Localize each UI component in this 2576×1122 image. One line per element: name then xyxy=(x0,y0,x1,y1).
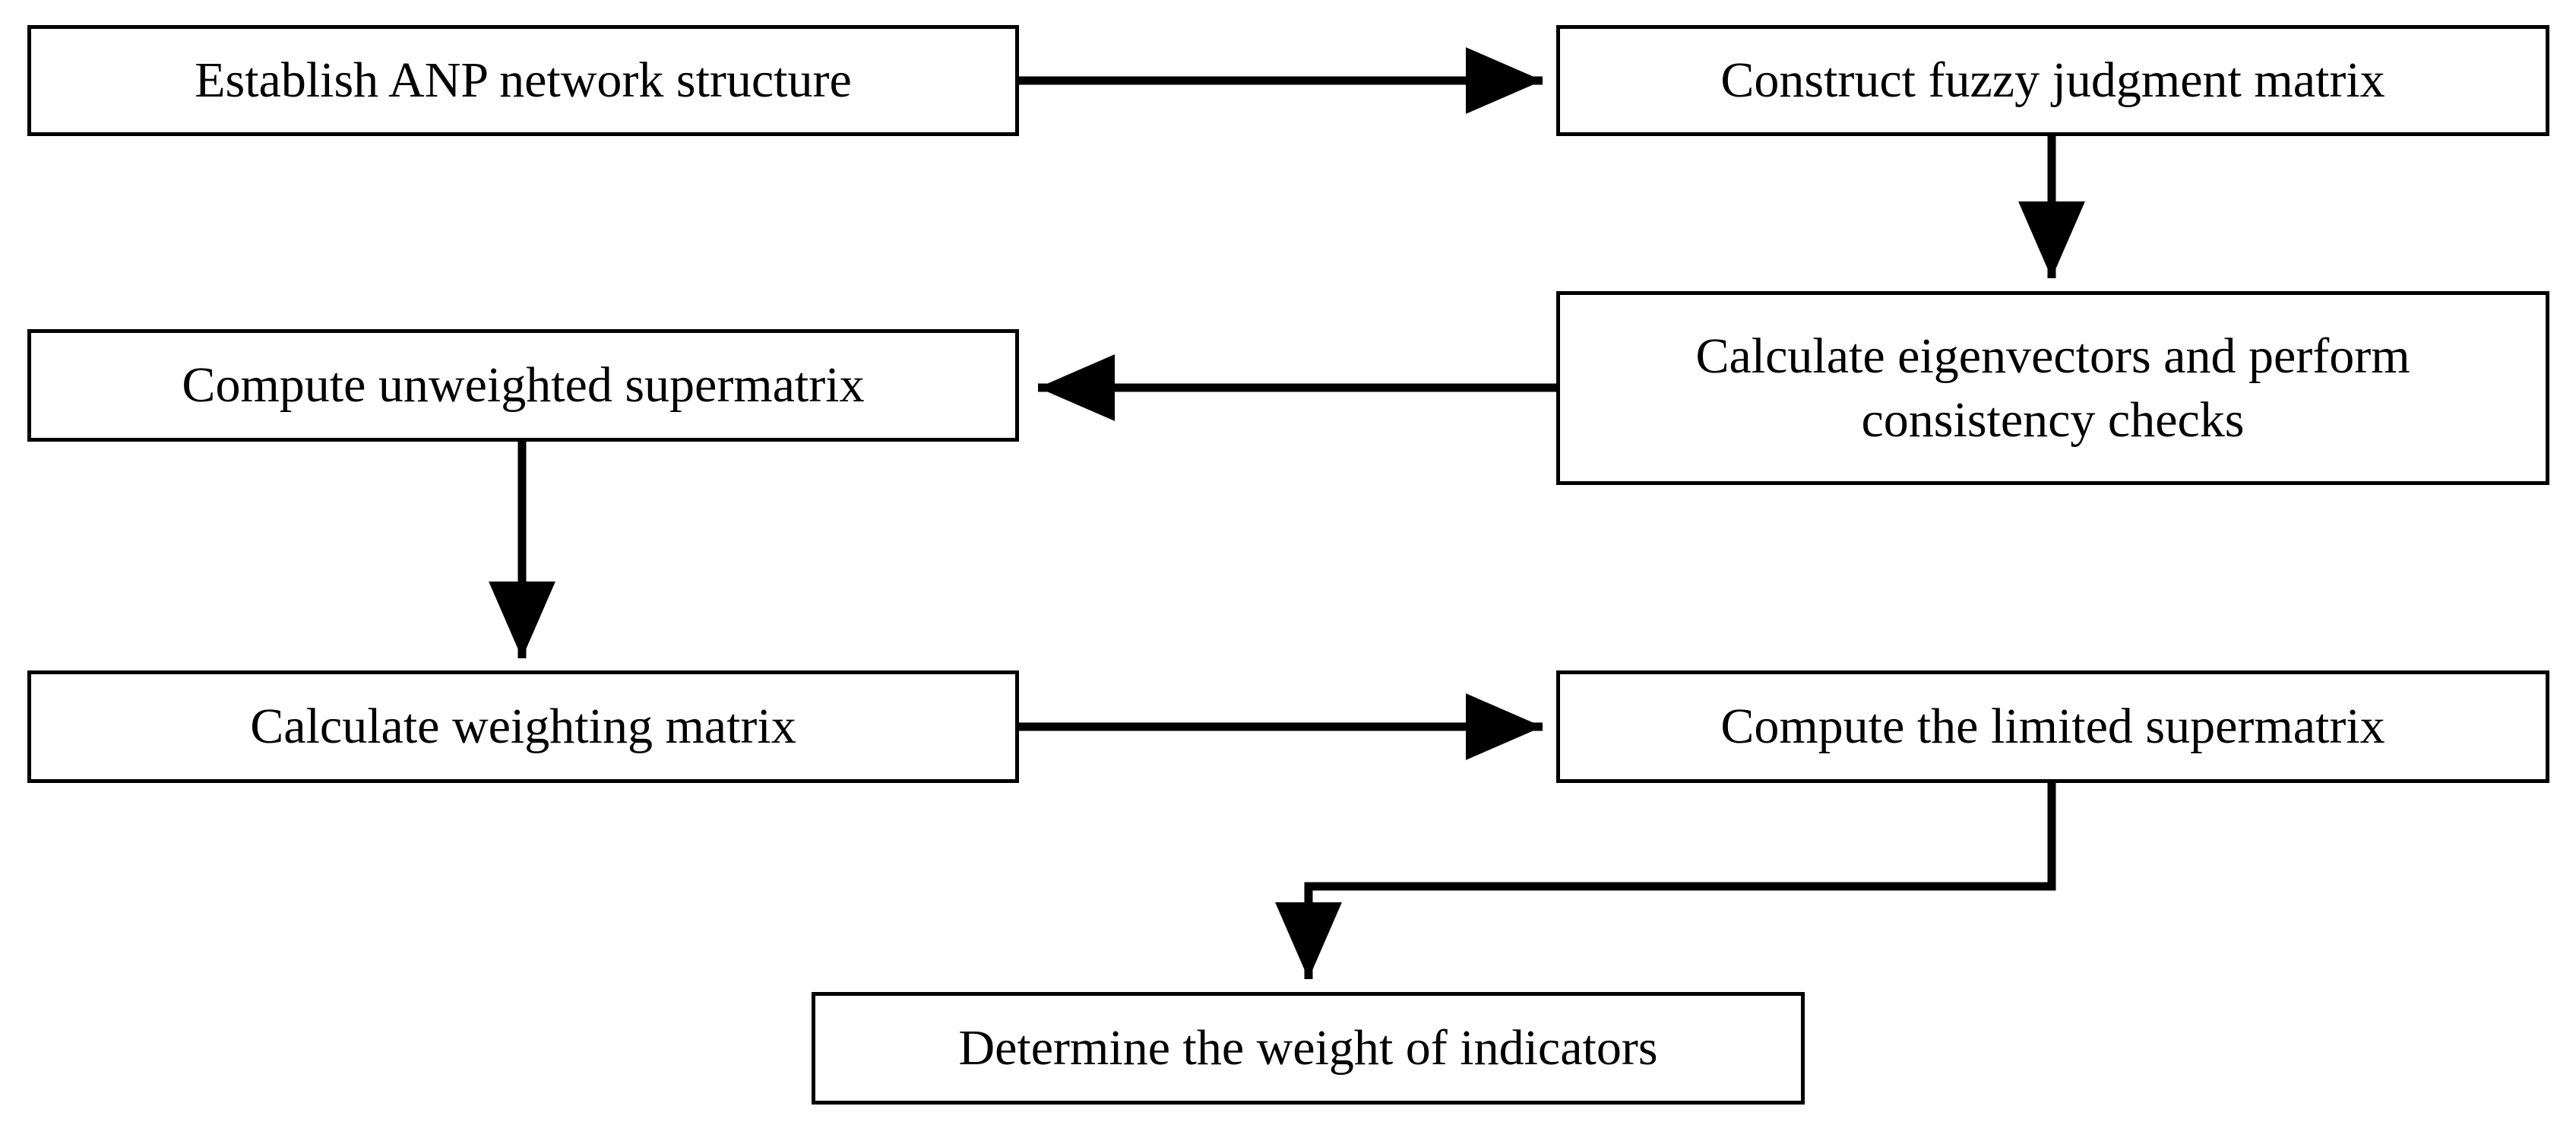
node-label: Compute unweighted supermatrix xyxy=(182,357,865,414)
connector-limited-to-determine xyxy=(1275,783,2056,980)
node-label: Establish ANP network structure xyxy=(195,52,852,109)
node-calculate-weighting-matrix[interactable]: Calculate weighting matrix xyxy=(27,670,1019,783)
node-compute-unweighted-supermatrix[interactable]: Compute unweighted supermatrix xyxy=(27,329,1019,442)
node-label: Construct fuzzy judgment matrix xyxy=(1720,52,2385,109)
node-determine-the-weight-of-indicators[interactable]: Determine the weight of indicators xyxy=(812,992,1805,1105)
node-label: Compute the limited supermatrix xyxy=(1720,699,2385,755)
node-calculate-eigenvectors-consistency-checks[interactable]: Calculate eigenvectors and perform consi… xyxy=(1556,291,2549,485)
node-compute-the-limited-supermatrix[interactable]: Compute the limited supermatrix xyxy=(1556,670,2549,783)
node-establish-anp-network-structure[interactable]: Establish ANP network structure xyxy=(27,25,1019,136)
node-construct-fuzzy-judgment-matrix[interactable]: Construct fuzzy judgment matrix xyxy=(1556,25,2549,136)
node-label: Calculate eigenvectors and perform consi… xyxy=(1695,328,2410,448)
node-label: Determine the weight of indicators xyxy=(958,1020,1658,1076)
node-label: Calculate weighting matrix xyxy=(250,699,796,755)
